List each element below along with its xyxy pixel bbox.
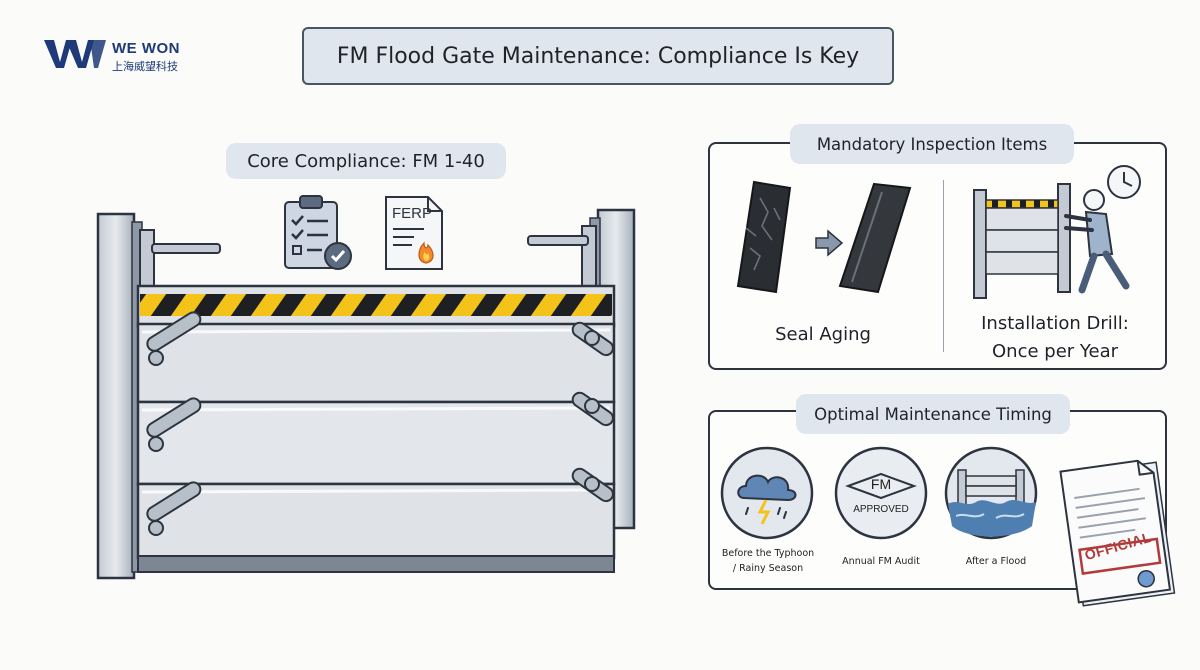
flood-gate-illustration xyxy=(96,208,636,580)
page-title: FM Flood Gate Maintenance: Compliance Is… xyxy=(302,27,894,85)
ferp-document-icon: FERP xyxy=(384,195,444,271)
inspection-divider xyxy=(943,180,944,352)
approved-badge-text: APPROVED xyxy=(853,504,909,515)
timing-label-typhoon-line2: / Rainy Season xyxy=(732,563,804,574)
official-document-icon: OFFICIAL xyxy=(1056,458,1184,614)
installation-drill-label: Installation Drill: Once per Year xyxy=(960,310,1150,366)
installation-drill-label-line1: Installation Drill: xyxy=(981,313,1129,334)
seal-aging-label: Seal Aging xyxy=(775,324,871,345)
brand-name-cn: 上海威望科技 xyxy=(112,60,178,73)
flood-gate-water-icon xyxy=(944,446,1038,540)
installation-drill-label-line2: Once per Year xyxy=(992,341,1118,362)
timing-label-typhoon-line1: Before the Typhoon xyxy=(721,548,815,559)
ferp-label: FERP xyxy=(392,205,433,222)
timing-heading: Optimal Maintenance Timing xyxy=(796,394,1070,434)
seal-aging-icon xyxy=(736,180,912,294)
inspection-heading: Mandatory Inspection Items xyxy=(790,124,1074,164)
storm-cloud-icon xyxy=(720,446,814,540)
brand-name: WE WON xyxy=(112,40,180,57)
we-won-logo-icon xyxy=(44,40,106,68)
checklist-icon xyxy=(284,195,352,270)
timing-label-fm-audit: Annual FM Audit xyxy=(842,556,920,567)
brand-logo: WE WON 上海威望科技 xyxy=(44,38,214,78)
installation-drill-icon xyxy=(973,165,1141,299)
fm-approved-icon: FM APPROVED xyxy=(834,446,928,540)
timing-label-typhoon: Before the Typhoon / Rainy Season xyxy=(708,546,828,576)
core-compliance-label: Core Compliance: FM 1-40 xyxy=(226,143,506,179)
timing-label-after-flood: After a Flood xyxy=(965,556,1027,567)
fm-badge-text: FM xyxy=(870,476,892,492)
